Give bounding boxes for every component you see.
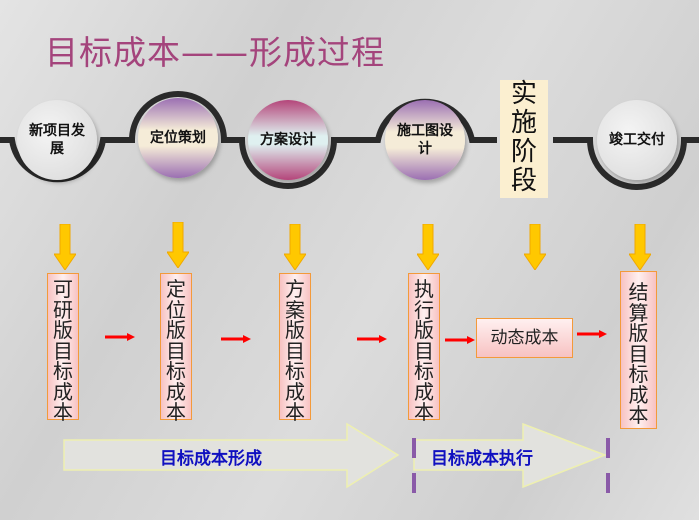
- formation-arrow: [63, 422, 400, 489]
- down-arrow-icon: [524, 224, 546, 270]
- stage-implementation: 实施阶段: [500, 80, 548, 198]
- stage-label: 新项目发展: [29, 123, 85, 157]
- cost-box-feasibility: 可研版目标成本: [47, 273, 79, 422]
- cost-box-positioning: 定位版目标成本: [160, 273, 192, 422]
- right-arrow-icon: [221, 335, 251, 343]
- down-arrow-icon: [629, 224, 651, 270]
- stage-project-development: 新项目发展: [17, 100, 97, 180]
- page-title: 目标成本——形成过程: [45, 33, 385, 72]
- right-arrow-icon: [105, 333, 135, 341]
- phase-divider: [606, 438, 610, 458]
- phase-divider: [412, 438, 416, 458]
- cost-box-settlement: 结算版目标成本: [620, 271, 657, 429]
- phase-divider: [412, 473, 416, 493]
- right-arrow-icon: [357, 335, 387, 343]
- stage-label: 方案设计: [260, 132, 316, 148]
- down-arrow-icon: [54, 224, 76, 270]
- execution-label: 目标成本执行: [431, 449, 533, 469]
- stage-construction-drawing: 施工图设计: [385, 100, 465, 180]
- stage-label: 施工图设计: [397, 123, 453, 157]
- cost-box-dynamic: 动态成本: [476, 318, 573, 358]
- stage-positioning: 定位策划: [138, 98, 218, 178]
- down-arrow-icon: [167, 222, 189, 268]
- stage-scheme-design: 方案设计: [248, 100, 328, 180]
- right-arrow-icon: [577, 330, 607, 338]
- down-arrow-icon: [284, 224, 306, 270]
- right-arrow-icon: [445, 336, 475, 344]
- formation-label: 目标成本形成: [160, 449, 262, 469]
- stage-completion: 竣工交付: [597, 100, 677, 180]
- stage-label: 竣工交付: [609, 132, 665, 148]
- phase-divider: [606, 473, 610, 493]
- execution-arrow: [413, 422, 608, 489]
- cost-box-scheme: 方案版目标成本: [279, 273, 311, 422]
- stage-label: 定位策划: [150, 130, 206, 146]
- cost-box-execution: 执行版目标成本: [408, 273, 440, 422]
- down-arrow-icon: [417, 224, 439, 270]
